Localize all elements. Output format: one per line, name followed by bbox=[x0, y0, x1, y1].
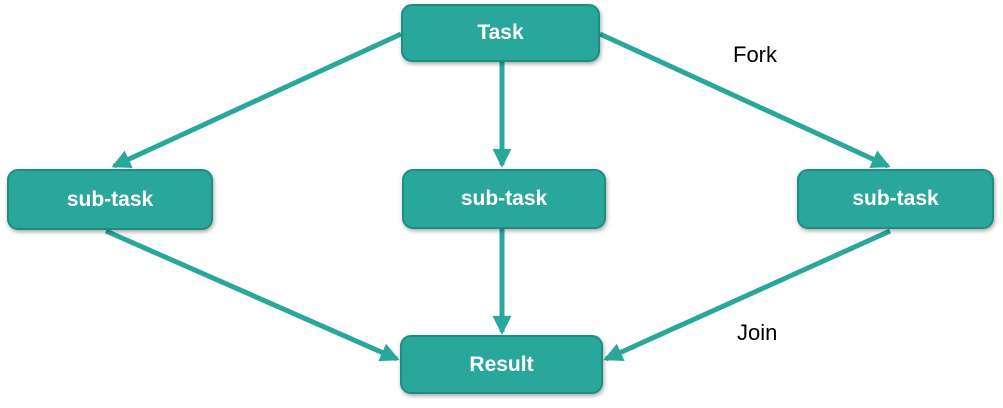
node-subtask-center-label: sub-task bbox=[460, 187, 548, 210]
node-subtask-left-label: sub-task bbox=[66, 187, 154, 211]
node-subtask-center: sub-task bbox=[402, 169, 606, 229]
edge-subtask-right-to-result bbox=[603, 228, 892, 362]
node-subtask-right-label: sub-task bbox=[852, 187, 939, 210]
edge-task-to-subtask-left bbox=[111, 31, 403, 169]
node-task: Task bbox=[401, 4, 600, 62]
node-subtask-left: sub-task bbox=[7, 169, 213, 230]
fork-edge-label: Fork bbox=[733, 42, 777, 67]
edge-task-to-subtask-right bbox=[598, 31, 891, 169]
edge-subtask-left-to-result bbox=[104, 228, 400, 362]
node-result: Result bbox=[400, 335, 603, 394]
node-result-label: Result bbox=[469, 352, 534, 376]
node-subtask-right: sub-task bbox=[797, 169, 994, 229]
join-edge-label: Join bbox=[737, 320, 778, 345]
node-task-label: Task bbox=[477, 21, 524, 44]
